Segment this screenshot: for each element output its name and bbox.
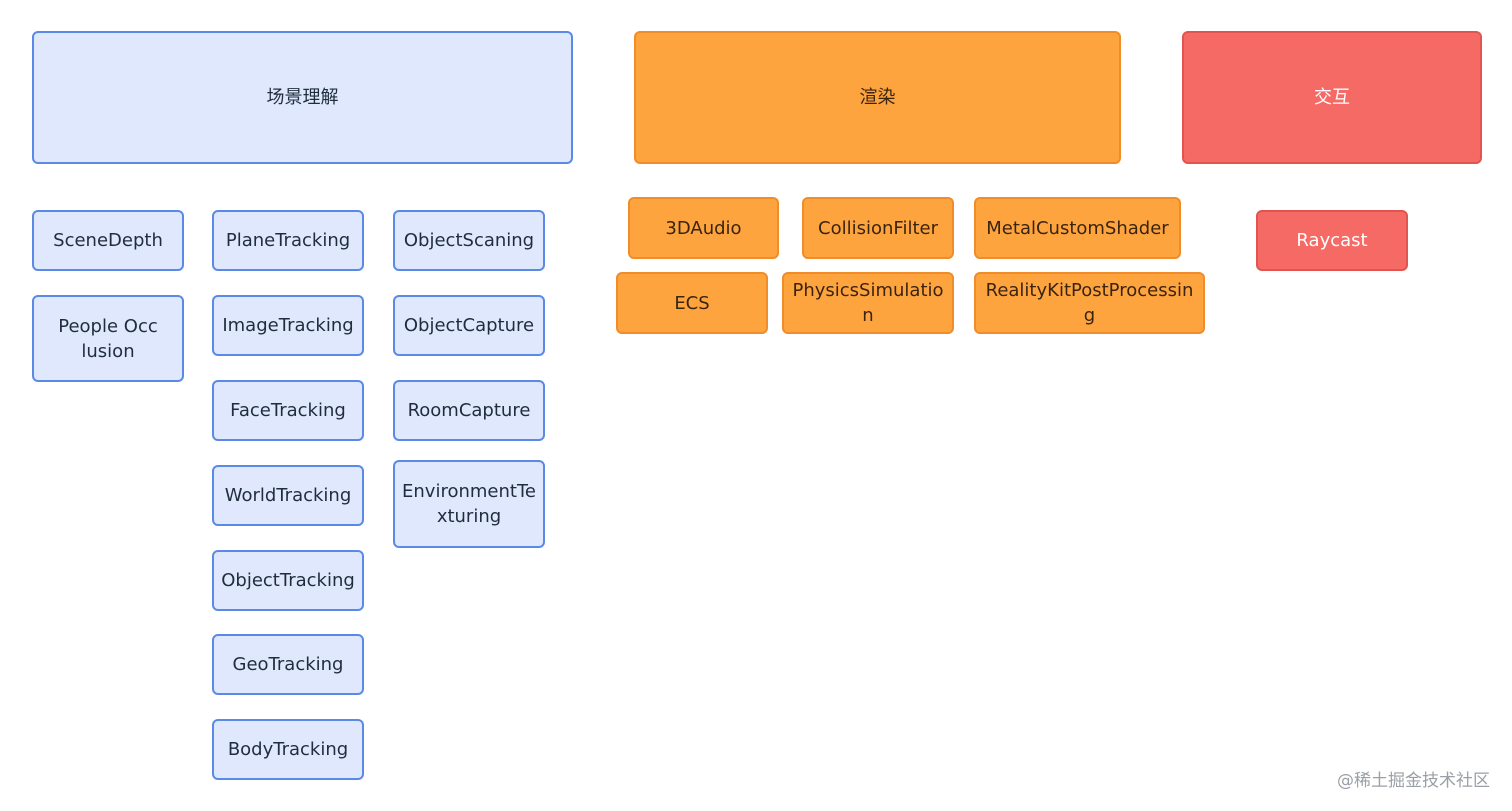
- node-raycast: Raycast: [1256, 210, 1408, 271]
- node-geo-tracking: GeoTracking: [212, 634, 364, 695]
- node-body-tracking: BodyTracking: [212, 719, 364, 780]
- node-physics-simulation: PhysicsSimulation: [782, 272, 954, 334]
- node-object-capture: ObjectCapture: [393, 295, 545, 356]
- category-rendering: 渲染: [634, 31, 1121, 164]
- category-interaction-label: 交互: [1314, 87, 1350, 108]
- node-label: FaceTracking: [230, 400, 346, 421]
- node-label: WorldTracking: [224, 485, 352, 506]
- node-label: 3DAudio: [665, 217, 742, 239]
- category-interaction: 交互: [1182, 31, 1482, 164]
- node-label: ObjectTracking: [221, 570, 355, 591]
- node-label: SceneDepth: [53, 230, 163, 251]
- node-image-tracking: ImageTracking: [212, 295, 364, 356]
- node-label: BodyTracking: [227, 739, 349, 760]
- node-label: Raycast: [1296, 230, 1368, 251]
- node-people-occlusion: People Occlusion: [32, 295, 184, 382]
- node-label: ObjectCapture: [403, 315, 535, 336]
- category-render-label: 渲染: [859, 87, 896, 108]
- node-collision-filter: CollisionFilter: [802, 197, 954, 259]
- category-scene-label: 场景理解: [266, 87, 339, 108]
- node-label: RealityKitPostProcessing: [985, 280, 1194, 326]
- node-environment-texturing: EnvironmentTexturing: [393, 460, 545, 548]
- node-3d-audio: 3DAudio: [628, 197, 779, 259]
- node-realitykit-post-processing: RealityKitPostProcessing: [974, 272, 1205, 334]
- node-object-tracking: ObjectTracking: [212, 550, 364, 611]
- node-label: EnvironmentTexturing: [402, 481, 536, 527]
- node-room-capture: RoomCapture: [393, 380, 545, 441]
- watermark: @稀土掘金技术社区: [1337, 771, 1490, 791]
- node-world-tracking: WorldTracking: [212, 465, 364, 526]
- node-label: ECS: [674, 292, 710, 314]
- node-label: ImageTracking: [222, 315, 354, 336]
- node-object-scaning: ObjectScaning: [393, 210, 545, 271]
- node-label: RoomCapture: [407, 400, 531, 421]
- node-label: ObjectScaning: [403, 230, 535, 251]
- node-face-tracking: FaceTracking: [212, 380, 364, 441]
- category-scene-understanding: 场景理解: [32, 31, 573, 164]
- node-metal-custom-shader: MetalCustomShader: [974, 197, 1181, 259]
- node-label: GeoTracking: [232, 654, 344, 675]
- node-plane-tracking: PlaneTracking: [212, 210, 364, 271]
- node-label: MetalCustomShader: [986, 217, 1169, 239]
- node-ecs: ECS: [616, 272, 768, 334]
- node-label: PhysicsSimulation: [792, 280, 944, 326]
- node-scene-depth: SceneDepth: [32, 210, 184, 271]
- node-label: People Occlusion: [58, 315, 158, 362]
- node-label: PlaneTracking: [225, 230, 351, 251]
- node-label: CollisionFilter: [818, 217, 938, 239]
